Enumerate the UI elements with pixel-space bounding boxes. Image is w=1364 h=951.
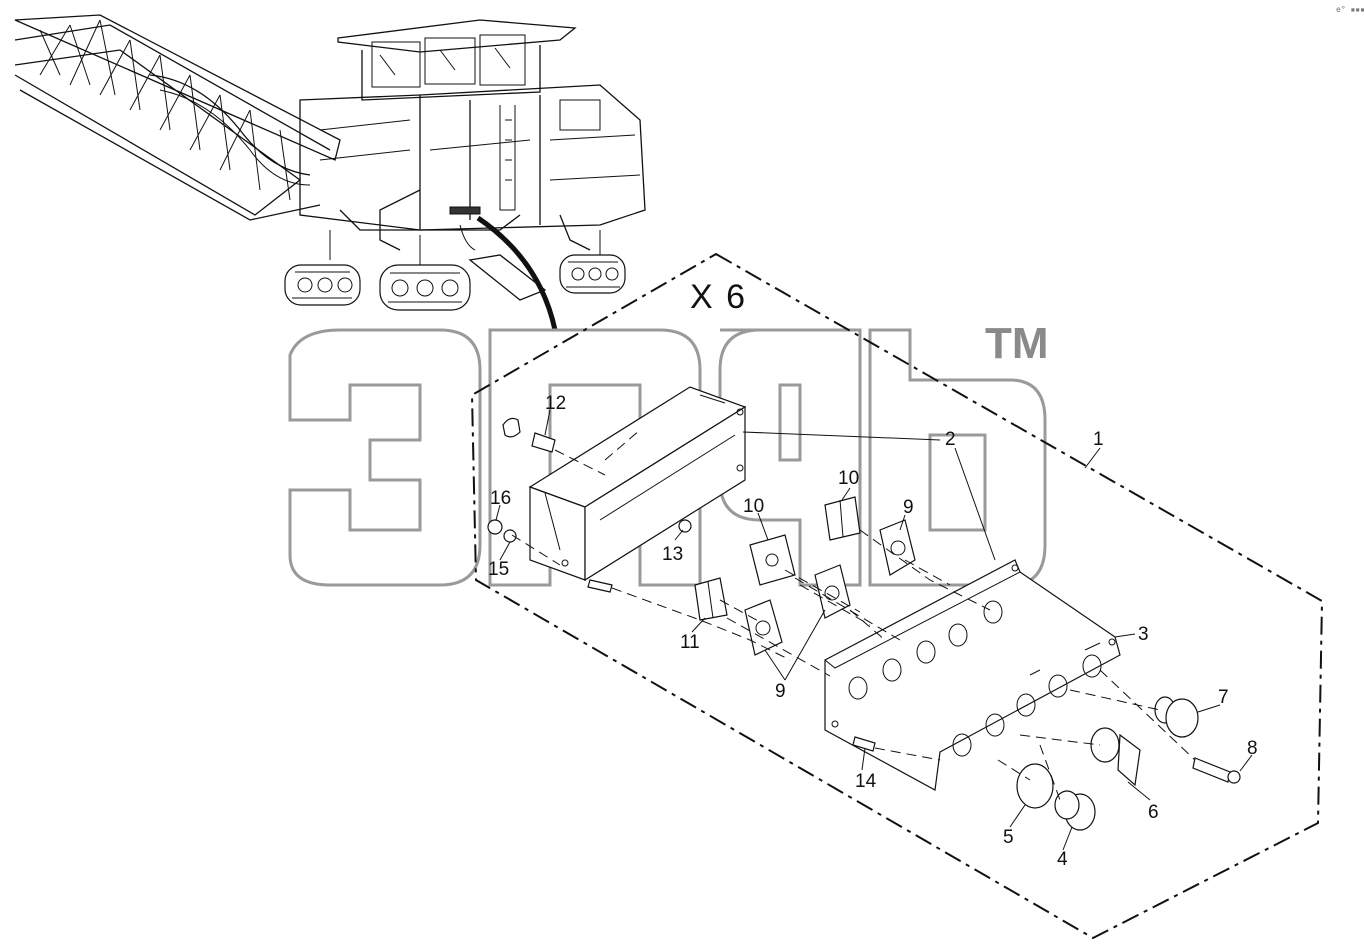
screw-part-14 (587, 579, 876, 752)
assembly-dash-lines (511, 449, 1196, 801)
switch-block-part-9c (744, 599, 783, 656)
contact-block-part-10a (824, 496, 861, 541)
crawler-tracks (284, 254, 626, 311)
contact-block-part-11 (694, 577, 728, 621)
callout-9-lower: 9 (775, 681, 786, 702)
switch-block-part-9a (879, 519, 916, 576)
callout-14: 14 (855, 771, 877, 792)
callout-10-right: 10 (838, 468, 859, 489)
callout-12: 12 (545, 393, 566, 414)
callout-6: 6 (1148, 802, 1159, 823)
callout-3: 3 (1138, 624, 1149, 645)
front-plate-part-3 (824, 559, 1121, 791)
callout-7: 7 (1218, 687, 1229, 708)
callout-1: 1 (1093, 429, 1104, 450)
callout-4: 4 (1057, 849, 1068, 870)
grommet-part-13 (678, 519, 692, 533)
callout-15: 15 (488, 559, 509, 580)
detail-leader-cable (476, 215, 558, 331)
ring-part-5 (1016, 763, 1054, 809)
conveyor-boom (14, 14, 341, 221)
selector-switch-part-6 (1090, 727, 1141, 787)
detail-group-border (470, 252, 1324, 940)
callout-8: 8 (1247, 738, 1258, 759)
contact-block-part-10b (749, 534, 796, 586)
corner-mark: e° ▪▪▪ (1336, 5, 1364, 14)
callout-13: 13 (662, 544, 683, 565)
pushbutton-part-4 (1054, 790, 1096, 831)
callout-labels: 1 2 3 4 5 6 7 8 9 9 9 10 10 11 12 13 14 … (488, 393, 1258, 870)
enclosure-box-part-2 (528, 386, 747, 582)
mushroom-button-part-7 (1154, 696, 1199, 738)
callout-11: 11 (680, 632, 700, 653)
machine-body (299, 84, 646, 265)
milling-machine-illustration (14, 14, 646, 331)
operator-cab (337, 19, 577, 101)
callout-10-left: 10 (743, 496, 764, 517)
callout-9-shared: 9 (775, 681, 786, 702)
nut-part-16 (487, 519, 503, 535)
cable-gland-part-12 (502, 417, 556, 453)
detail-group-title: X 6 (690, 278, 747, 316)
callout-16: 16 (490, 488, 511, 509)
callout-2: 2 (945, 429, 956, 450)
watermark-trademark: TM (985, 319, 1049, 368)
callout-5: 5 (1003, 827, 1014, 848)
callout-leaders (495, 409, 1253, 851)
callout-9-upper: 9 (903, 497, 914, 518)
indicator-lamp-part-8 (1192, 757, 1241, 784)
